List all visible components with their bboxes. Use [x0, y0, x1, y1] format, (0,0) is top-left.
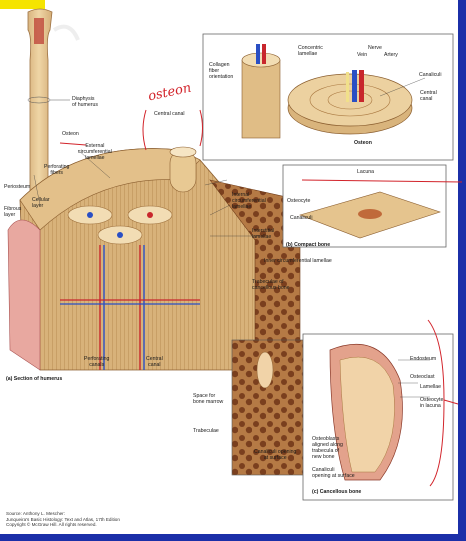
- label-vein: Vein: [357, 52, 368, 58]
- label-cellular-layer: Cellular layer: [32, 197, 50, 209]
- label-cancellous-bone: (c) Cancellous bone: [312, 489, 362, 495]
- label-lamellae: Lamellae: [420, 384, 442, 390]
- label-space-marrow: Space for bone marrow: [193, 393, 224, 405]
- osteon-panel: [202, 33, 454, 161]
- label-periosteum: Periosteum: [4, 184, 31, 190]
- label-osteoblasts: Osteoblasts aligned along trabecula of n…: [312, 436, 343, 460]
- label-osteocyte-lacuna: Osteocyte in lacuna: [420, 397, 444, 409]
- label-canaliculi-mid: Canaliculi: [290, 215, 313, 221]
- label-diaphysis: Diaphysis of humerus: [72, 96, 98, 108]
- label-collagen: Collagen fiber orientation: [209, 62, 234, 80]
- label-osteoclast: Osteoclast: [410, 374, 435, 380]
- label-endosteum: Endosteum: [410, 356, 437, 362]
- label-internal-lamellae: Internal circumferential lamellae: [232, 192, 266, 210]
- cancellous-panel: [231, 333, 454, 501]
- handwritten-annotations: [59, 109, 463, 487]
- label-canaliculi-top: Canaliculi: [419, 72, 442, 78]
- label-perforating-canals: Perforating canals: [84, 356, 110, 368]
- label-section-humerus: (a) Section of humerus: [6, 376, 63, 382]
- label-lacuna: Lacuna: [357, 169, 375, 175]
- label-compact-bone: (b) Compact bone: [286, 242, 331, 248]
- label-inner-lamellae: Inner circumferential lamellae: [264, 258, 332, 264]
- label-osteon-title: Osteon: [354, 140, 372, 146]
- label-trabeculae-cancellous: Trabeculae of cancellous bone: [252, 279, 290, 291]
- label-central-canal-main: Central canal: [154, 111, 185, 117]
- label-osteon-main: Osteon: [62, 131, 79, 137]
- label-nerve: Nerve: [368, 45, 382, 51]
- source-credit: Source: Anthony L. Mescher: Junqueira's …: [6, 511, 120, 528]
- section-humerus-block: [7, 146, 301, 371]
- leader-lines: [33, 77, 430, 398]
- label-osteocyte: Osteocyte: [287, 198, 311, 204]
- label-fibrous-layer: Fibrous layer: [4, 206, 22, 218]
- compact-bone-panel: [282, 164, 447, 248]
- label-canaliculi-opening2: Canaliculi opening at surface: [312, 467, 355, 479]
- label-external-lamellae: External circumferential lamellae: [78, 143, 112, 161]
- label-canaliculi-opening: Canaliculi opening at surface: [254, 449, 297, 461]
- header-tab: [0, 0, 45, 9]
- label-artery: Artery: [384, 52, 398, 58]
- label-trabeculae: Trabeculae: [193, 428, 219, 434]
- label-concentric-lamellae: Concentric lamellae: [298, 45, 323, 57]
- label-central-canal-bottom: Central canal: [146, 356, 163, 368]
- label-central-canal-osteon: Central canal: [420, 90, 437, 102]
- label-perforating-fibers: Perforating fibers: [44, 164, 70, 176]
- label-interstitial-lamellae: Interstitial lamellae: [252, 228, 275, 240]
